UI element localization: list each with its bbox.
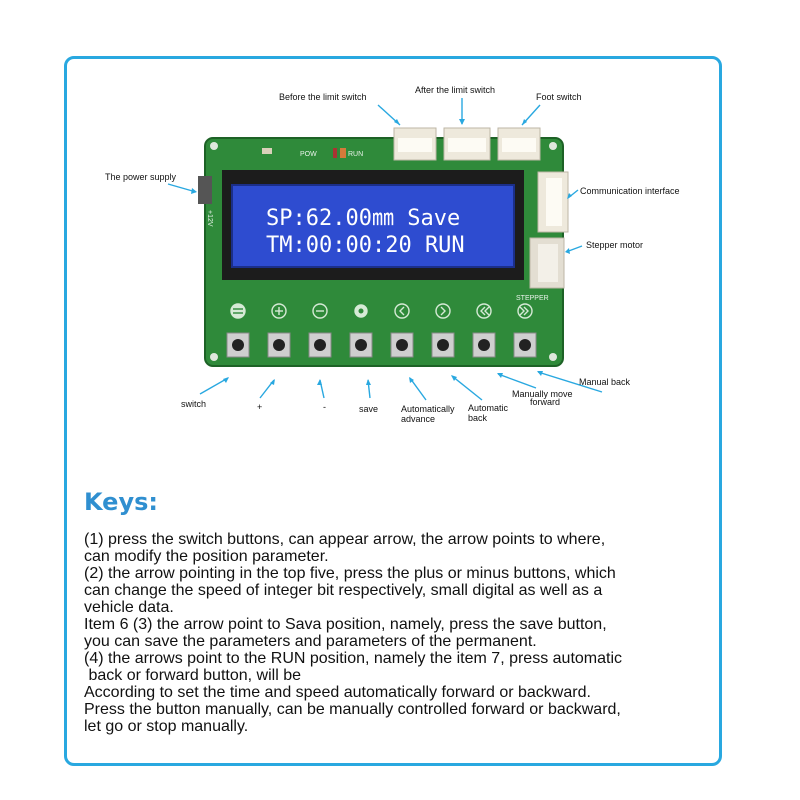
keys-line: Item 6 (3) the arrow point to Sava posit…	[84, 616, 607, 633]
keys-line: let go or stop manually.	[84, 718, 249, 735]
stepper-label: STEPPER	[516, 295, 549, 302]
keys-line: you can save the parameters and paramete…	[84, 633, 537, 650]
label-plus: +	[257, 402, 263, 412]
foot-switch-connector	[497, 127, 541, 161]
plus-button	[267, 332, 291, 358]
keys-line: According to set the time and speed auto…	[84, 684, 591, 701]
power-jack	[198, 176, 212, 204]
minus-icon	[312, 303, 328, 319]
auto-advance-button	[390, 332, 414, 358]
switch-button	[226, 332, 250, 358]
arrow-right-icon	[435, 303, 451, 319]
keys-line: Press the button manually, can be manual…	[84, 701, 621, 718]
label-save: save	[359, 404, 379, 414]
keys-line: (2) the arrow pointing in the top five, …	[84, 565, 616, 582]
label-minus: -	[323, 402, 326, 412]
label-before-limit-switch: Before the limit switch	[279, 92, 367, 102]
manual-forward-button	[472, 332, 496, 358]
auto-back-button	[431, 332, 455, 358]
label-auto-back-line1: Automatic	[468, 403, 509, 413]
label-auto-advance: Automatically advance	[401, 404, 455, 424]
switch-icon	[230, 303, 246, 319]
label-communication-interface: Communication interface	[580, 186, 680, 196]
lcd-line-1: SP:62.00㎜ Save	[266, 206, 460, 231]
limit-after-connector	[443, 127, 491, 161]
communication-connector	[537, 171, 569, 233]
limit-before-connector	[393, 127, 437, 161]
keys-description: (1) press the switch buttons, can appear…	[84, 531, 724, 735]
label-power-supply: The power supply	[105, 172, 177, 182]
lcd-screen	[232, 185, 514, 267]
fast-forward-icon	[517, 303, 533, 319]
pow-label: POW	[300, 151, 317, 158]
lcd-line-2: TM:00:00:20 RUN	[266, 233, 465, 258]
push-buttons	[226, 332, 537, 358]
keys-line: vehicle data.	[84, 599, 174, 616]
run-label: RUN	[348, 151, 363, 158]
gear-icon	[354, 304, 368, 318]
label-manual-forward-line1: Manually move	[512, 389, 573, 399]
keys-line: (4) the arrows point to the RUN position…	[84, 650, 623, 667]
manual-back-button	[513, 332, 537, 358]
label-auto-advance-line2: advance	[401, 414, 436, 424]
keys-line: can change the speed of integer bit resp…	[84, 582, 603, 599]
minus-button	[308, 332, 332, 358]
label-auto-advance-line1: Automatically	[401, 404, 455, 414]
button-icons-row	[230, 303, 533, 319]
save-button	[349, 332, 373, 358]
callout-arrowheads	[191, 119, 572, 385]
label-after-limit-switch: After the limit switch	[415, 85, 496, 95]
keys-line: back or forward button, will be	[84, 667, 301, 684]
label-foot-switch: Foot switch	[536, 92, 582, 102]
label-auto-back-line2: back	[468, 413, 488, 423]
keys-line: (1) press the switch buttons, can appear…	[84, 531, 606, 548]
control-board-diagram: POW RUN +12V STEPPER SP:62.00㎜ Save TM:0…	[167, 98, 603, 401]
arrow-left-icon	[394, 303, 410, 319]
plus-icon	[271, 303, 287, 319]
label-manual-forward-line2: forward	[530, 397, 561, 407]
label-manual-back: Manual back	[579, 377, 631, 387]
label-manual-forward: Manually move forward	[512, 389, 573, 407]
volt-label: +12V	[206, 210, 213, 227]
stepper-connector	[529, 237, 565, 289]
label-auto-back: Automatic back	[468, 403, 508, 423]
fast-back-icon	[476, 303, 492, 319]
keys-title: Keys:	[84, 488, 158, 516]
label-switch: switch	[181, 399, 207, 409]
label-stepper-motor: Stepper motor	[586, 240, 644, 250]
keys-line: can modify the position parameter.	[84, 548, 329, 565]
